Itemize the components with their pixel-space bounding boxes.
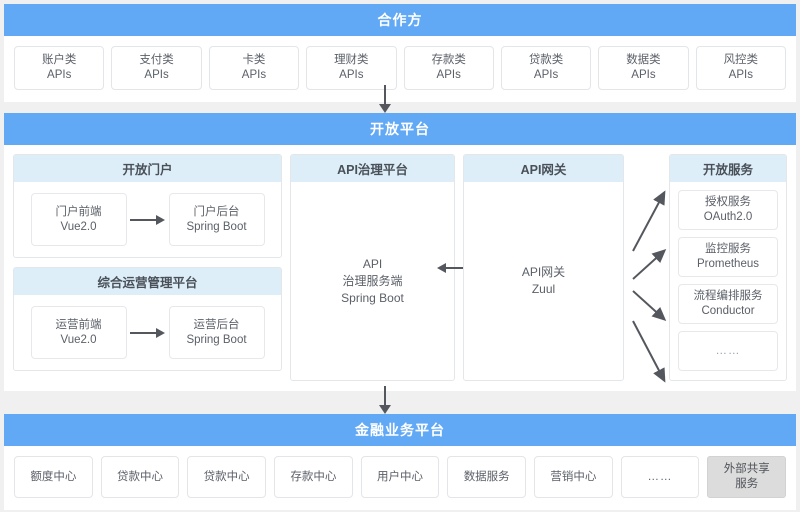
api-chip-kind: APIs [144,69,169,81]
service-tech: Prometheus [696,258,759,270]
business-center-row: 额度中心 贷款中心 贷款中心 存款中心 用户中心 数据服务 营销中心 …… 外部… [4,446,796,510]
api-gateway-card[interactable]: API网关 API网关 Zuul [463,154,624,381]
api-chip-label: 风控类 [723,54,759,66]
service-chip-more[interactable]: …… [678,331,778,371]
node-name: 门户前端 [55,205,102,218]
api-governance-body: API 治理服务端 Spring Boot [291,182,454,380]
api-gateway-line2: Zuul [531,282,556,296]
business-chip-loan-2[interactable]: 贷款中心 [187,456,267,498]
business-chip-data-service[interactable]: 数据服务 [447,456,527,498]
api-chip-deposit[interactable]: 存款类 APIs [403,46,494,90]
api-chip-kind: APIs [339,69,364,81]
open-services-list: 授权服务 OAuth2.0 监控服务 Prometheus 流程编排服务 Con… [670,182,786,380]
api-chip-kind: APIs [241,69,267,81]
node-name: 运营前端 [55,318,102,331]
service-name: 授权服务 [705,196,751,208]
api-chip-kind: APIs [436,69,461,81]
portal-frontend-node[interactable]: 门户前端 Vue2.0 [30,193,127,246]
node-tech: Vue2.0 [60,220,97,233]
node-tech: Vue2.0 [60,333,97,346]
business-chip-loan-1[interactable]: 贷款中心 [100,456,180,498]
open-platform-zone: 开放平台 开放门户 门户前端 Vue2.0 门户后台 Spring Boot [4,113,796,391]
partner-zone: 合作方 账户类 APIs 支付类 APIs 卡类 APIs 理财类 APIs 存… [4,4,796,102]
api-gateway-line1: API网关 [521,265,566,279]
service-tech: Conductor [701,305,755,317]
api-chip-data[interactable]: 数据类 APIs [598,46,689,90]
api-chip-riskcontrol[interactable]: 风控类 APIs [695,46,786,90]
open-services-title: 开放服务 [670,155,786,182]
arrow-right-portal-front-to-back [127,214,169,226]
api-chip-label: 理财类 [334,54,369,66]
portal-column: 开放门户 门户前端 Vue2.0 门户后台 Spring Boot [13,154,282,381]
api-chip-wealth[interactable]: 理财类 APIs [306,46,397,90]
api-chip-label: 存款类 [431,54,466,66]
ops-platform-nodes: 运营前端 Vue2.0 运营后台 Spring Boot [14,295,281,370]
api-governance-line1: API [362,256,383,271]
shared-line1: 外部共享 [723,463,770,475]
ops-frontend-node[interactable]: 运营前端 Vue2.0 [30,306,127,359]
api-chip-label: 卡类 [242,54,266,66]
api-gateway-body: API网关 Zuul [464,182,623,380]
business-chip-external-shared-service[interactable]: 外部共享 服务 [707,456,787,498]
fan-arrows-gateway-to-services [632,190,667,383]
business-chip-quota[interactable]: 额度中心 [14,456,93,498]
ops-platform-title: 综合运营管理平台 [14,268,281,295]
api-chip-kind: APIs [728,69,753,81]
api-chip-kind: APIs [631,69,656,81]
service-chip-oauth[interactable]: 授权服务 OAuth2.0 [678,190,778,230]
ops-backend-node[interactable]: 运营后台 Spring Boot [168,306,265,359]
business-banner: 金融业务平台 [4,414,796,446]
service-name: …… [715,344,741,357]
api-chip-kind: APIs [533,69,559,81]
api-chip-label: 支付类 [139,54,174,66]
shared-line2: 服务 [735,478,759,490]
service-name: 监控服务 [705,243,751,255]
open-platform-banner: 开放平台 [4,113,796,145]
api-chip-label: 数据类 [626,54,661,66]
open-portal-nodes: 门户前端 Vue2.0 门户后台 Spring Boot [14,182,281,257]
service-chip-prometheus[interactable]: 监控服务 Prometheus [678,237,778,277]
arrow-right-ops-front-to-back [127,327,169,339]
service-tech: OAuth2.0 [703,211,753,223]
api-governance-title: API治理平台 [291,155,454,182]
open-portal-title: 开放门户 [14,155,281,182]
api-chip-account[interactable]: 账户类 APIs [14,46,105,90]
partner-banner: 合作方 [4,4,796,36]
api-chip-label: 贷款类 [528,54,564,66]
api-chip-kind: APIs [47,69,72,81]
node-tech: Spring Boot [186,220,247,233]
open-platform-body: 开放门户 门户前端 Vue2.0 门户后台 Spring Boot [4,145,796,391]
api-governance-card[interactable]: API治理平台 API 治理服务端 Spring Boot [290,154,483,381]
business-zone: 金融业务平台 额度中心 贷款中心 贷款中心 存款中心 用户中心 数据服务 营销中… [4,414,796,510]
business-chip-deposit[interactable]: 存款中心 [274,456,353,498]
portal-backend-node[interactable]: 门户后台 Spring Boot [168,193,265,246]
partner-api-row: 账户类 APIs 支付类 APIs 卡类 APIs 理财类 APIs 存款类 A… [4,36,796,102]
api-chip-label: 账户类 [41,54,77,66]
api-chip-card[interactable]: 卡类 APIs [208,46,300,90]
node-name: 运营后台 [193,318,240,331]
open-portal-card: 开放门户 门户前端 Vue2.0 门户后台 Spring Boot [13,154,282,258]
node-tech: Spring Boot [186,333,247,346]
api-chip-payment[interactable]: 支付类 APIs [111,46,202,90]
open-services-card: 开放服务 授权服务 OAuth2.0 监控服务 Prometheus 流程编排服… [632,154,787,383]
service-name: 流程编排服务 [693,290,763,302]
api-governance-line3: Spring Boot [341,290,404,305]
node-name: 门户后台 [193,205,240,218]
api-gateway-title: API网关 [464,155,623,182]
ops-platform-card: 综合运营管理平台 运营前端 Vue2.0 运营后台 Spring Boot [13,267,282,371]
service-chip-conductor[interactable]: 流程编排服务 Conductor [678,284,778,324]
business-chip-more[interactable]: …… [620,456,700,498]
business-chip-user[interactable]: 用户中心 [360,456,440,498]
api-governance-line2: 治理服务端 [342,273,403,288]
business-chip-marketing[interactable]: 营销中心 [534,456,613,498]
api-chip-loan[interactable]: 贷款类 APIs [500,46,592,90]
